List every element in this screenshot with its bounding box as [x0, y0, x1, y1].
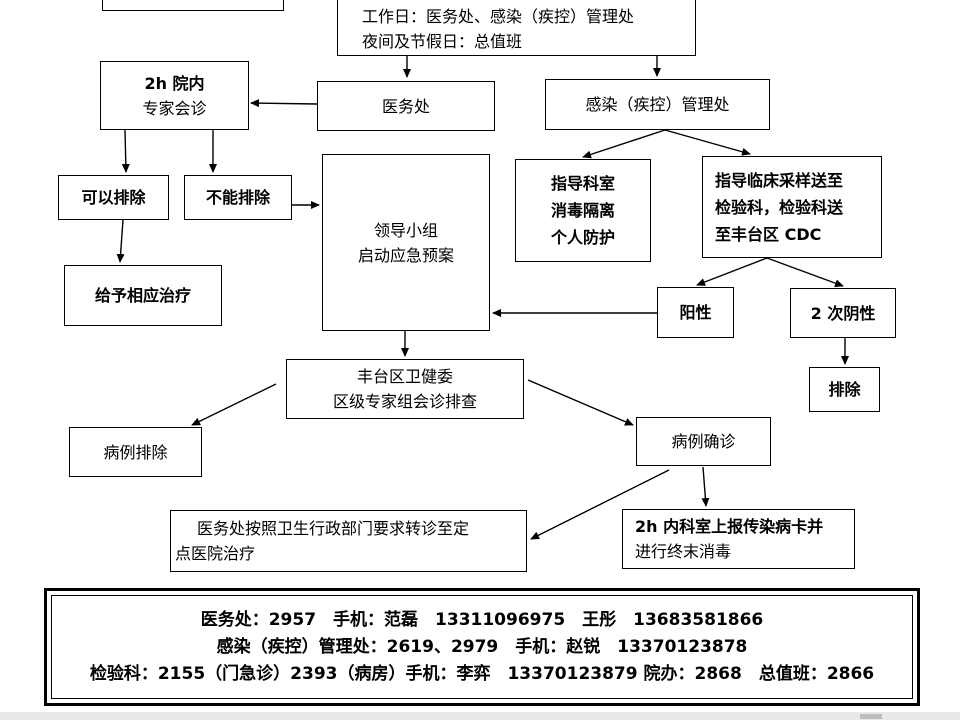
leadership-group-box: 领导小组 启动应急预案: [322, 154, 490, 331]
district-commission-line-2: 区级专家组会诊排查: [332, 392, 477, 411]
case-confirmed-label: 病例确诊: [671, 432, 736, 451]
guide-disinfection-line-3: 个人防护: [550, 228, 615, 247]
give-treatment-label: 给予相应治疗: [94, 286, 191, 305]
negative-twice-label: 2 次阴性: [810, 303, 876, 323]
guide-disinfection-line-1: 指导科室: [550, 174, 615, 193]
give-treatment-box: 给予相应治疗: [64, 265, 222, 326]
contact-line-medical: 医务处：2957 手机：范磊 13311096975 王彤 1368358186…: [200, 609, 764, 630]
infection-dept-label: 感染（疾控）管理处: [585, 95, 730, 114]
contact-line-infection: 感染（疾控）管理处：2619、2979 手机：赵锐 13370123878: [216, 636, 748, 657]
contact-panel: 医务处：2957 手机：范磊 13311096975 王彤 1368358186…: [44, 588, 920, 706]
arrow-expert-to-can-exclude: [121, 129, 130, 173]
district-commission-line-1: 丰台区卫健委: [356, 367, 453, 386]
arrow-infection-to-sampling: [664, 129, 751, 156]
expert-consult-line-1: 2h 院内: [144, 73, 205, 93]
arrow-district-to-case-confirmed: [527, 379, 634, 426]
medical-dept-label: 医务处: [381, 96, 430, 116]
leadership-group-line-2: 启动应急预案: [357, 245, 454, 265]
case-confirmed-box: 病例确诊: [636, 417, 771, 466]
bottom-scroll-strip: [0, 712, 960, 720]
report-disinfect-box: 2h 内科室上报传染病卡并 进行终末消毒: [622, 509, 855, 569]
cannot-exclude-label: 不能排除: [205, 188, 270, 207]
cannot-exclude-box: 不能排除: [184, 175, 292, 220]
negative-twice-box: 2 次阴性: [790, 288, 896, 338]
transfer-line-2: 点医院治疗: [175, 544, 256, 563]
arrow-infection-to-disinfection: [582, 129, 666, 159]
exclude-box: 排除: [809, 367, 880, 412]
expert-consult-box: 2h 院内 专家会诊: [100, 61, 249, 130]
contact-panel-inner: 医务处：2957 手机：范磊 13311096975 王彤 1368358186…: [51, 595, 913, 699]
exclude-label: 排除: [828, 380, 861, 399]
district-commission-box: 丰台区卫健委 区级专家组会诊排查: [286, 359, 524, 419]
case-excluded-label: 病例排除: [103, 442, 168, 462]
arrow-confirmed-to-report: [701, 466, 710, 507]
contact-line-lab: 检验科：2155（门急诊）2393（病房）手机：李弈 13370123879 院…: [89, 663, 875, 684]
guide-sampling-line-1: 指导临床采样送至: [715, 170, 844, 190]
guide-disinfection-box: 指导科室 消毒隔离 个人防护: [515, 159, 651, 262]
can-exclude-box: 可以排除: [58, 175, 169, 220]
infection-dept-box: 感染（疾控）管理处: [545, 79, 770, 130]
guide-sampling-box: 指导临床采样送至 检验科，检验科送 至丰台区 CDC: [702, 156, 882, 258]
can-exclude-label: 可以排除: [81, 188, 146, 207]
transfer-line-1: 医务处按照卫生行政部门要求转诊至定: [197, 519, 470, 538]
guide-sampling-line-2: 检验科，检验科送: [715, 197, 844, 217]
top-left-box: [102, 0, 284, 11]
workday-line-2: 夜间及节假日：总值班: [362, 32, 523, 51]
bottom-scroll-mark: [860, 714, 882, 719]
guide-disinfection-line-2: 消毒隔离: [550, 201, 615, 220]
transfer-box: 医务处按照卫生行政部门要求转诊至定 点医院治疗: [170, 510, 527, 572]
leadership-group-line-1: 领导小组: [373, 220, 438, 240]
arrow-sampling-to-negative: [766, 257, 844, 287]
arrow-can-exclude-to-treatment: [116, 219, 125, 263]
arrow-district-to-case-excluded: [191, 383, 277, 426]
arrow-medical-to-expert: [250, 99, 318, 108]
report-disinfect-line-2: 进行终末消毒: [635, 542, 732, 561]
report-disinfect-line-1: 2h 内科室上报传染病卡并: [635, 517, 824, 536]
arrow-sampling-to-positive: [696, 257, 768, 286]
workday-contact-box: 工作日：医务处、感染（疾控）管理处 夜间及节假日：总值班: [337, 0, 696, 56]
expert-consult-line-2: 专家会诊: [142, 98, 207, 118]
workday-line-1: 工作日：医务处、感染（疾控）管理处: [362, 7, 635, 26]
positive-box: 阳性: [657, 287, 734, 338]
case-excluded-box: 病例排除: [69, 427, 202, 477]
guide-sampling-line-3: 至丰台区 CDC: [715, 224, 822, 244]
medical-dept-box: 医务处: [317, 81, 495, 131]
positive-label: 阳性: [679, 303, 712, 322]
